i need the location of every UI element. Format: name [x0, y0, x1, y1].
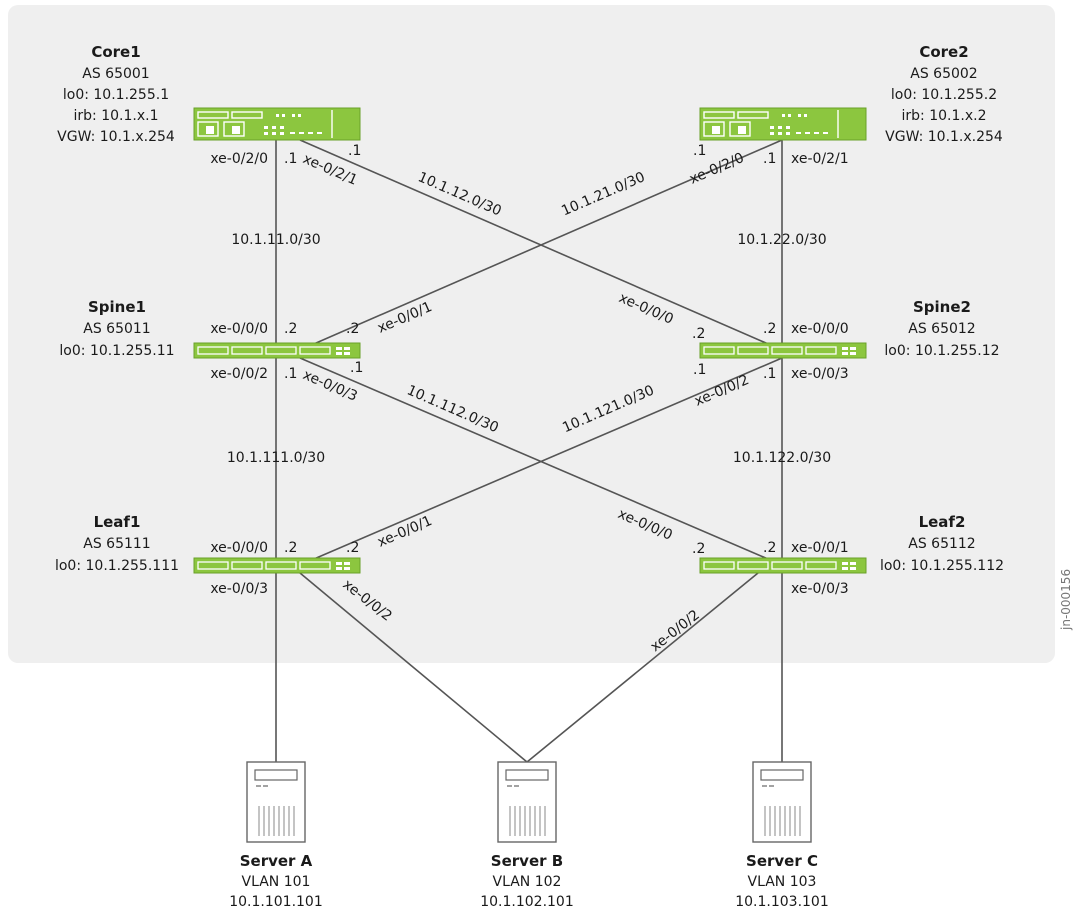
core2-if-down: xe-0/2/1 — [791, 151, 849, 167]
spine1-label: Spine1 AS 65011 lo0: 10.1.255.11 — [59, 298, 174, 359]
spine2-if-up-straight: xe-0/0/0 — [791, 321, 849, 337]
server-a-vlan: VLAN 101 — [242, 874, 311, 890]
subnet-labels: 10.1.11.0/30 10.1.22.0/30 10.1.12.0/30 1… — [227, 169, 831, 466]
subnet-core2-spine1: 10.1.21.0/30 — [559, 169, 647, 219]
spine1-host-up-cross: .2 — [346, 321, 359, 337]
leaf1-label: Leaf1 AS 65111 lo0: 10.1.255.111 — [55, 513, 179, 574]
spine2-lo0: lo0: 10.1.255.12 — [884, 343, 999, 359]
core2-as: AS 65002 — [910, 66, 977, 82]
leaf1-lo0: lo0: 10.1.255.111 — [55, 558, 179, 574]
spine1-host-down-cross: .1 — [350, 360, 363, 376]
server-a-name: Server A — [240, 852, 313, 870]
leaf1-if-server-a: xe-0/0/3 — [210, 581, 268, 597]
spine2-host-down-straight: .1 — [763, 366, 776, 382]
spine1-if-up-straight: xe-0/0/0 — [210, 321, 268, 337]
link-leaf1-server-b — [299, 572, 528, 763]
spine1-as: AS 65011 — [83, 321, 150, 337]
spine2-if-up-cross: xe-0/0/0 — [616, 290, 675, 328]
core2-host-cross: .1 — [693, 143, 706, 159]
leaf2-lo0: lo0: 10.1.255.112 — [880, 558, 1004, 574]
spine1-if-down-straight: xe-0/0/2 — [210, 366, 268, 382]
subnet-spine2-leaf2: 10.1.122.0/30 — [733, 450, 831, 466]
core1-name: Core1 — [91, 43, 140, 61]
core1-vgw: VGW: 10.1.x.254 — [57, 129, 175, 145]
core1-lo0: lo0: 10.1.255.1 — [63, 87, 169, 103]
leaf1-if-up-straight: xe-0/0/0 — [210, 540, 268, 556]
spine1-switch-icon — [193, 342, 361, 359]
leaf2-if-server-b: xe-0/0/2 — [648, 607, 703, 655]
leaf2-name: Leaf2 — [919, 513, 966, 531]
spine2-switch-icon — [699, 342, 867, 359]
server-a-icon — [246, 761, 306, 843]
subnet-spine2-leaf1: 10.1.121.0/30 — [560, 382, 656, 436]
server-c-vlan: VLAN 103 — [748, 874, 817, 890]
server-b-label: Server B VLAN 102 10.1.102.101 — [480, 852, 574, 910]
core2-host-down: .1 — [763, 151, 776, 167]
server-c-label: Server C VLAN 103 10.1.103.101 — [735, 852, 829, 910]
leaf2-host-up-cross: .2 — [692, 541, 705, 557]
server-a-ip: 10.1.101.101 — [229, 894, 323, 910]
spine1-host-down-straight: .1 — [284, 366, 297, 382]
leaf2-as: AS 65112 — [908, 536, 975, 552]
core2-vgw: VGW: 10.1.x.254 — [885, 129, 1003, 145]
server-c-icon — [752, 761, 812, 843]
links — [275, 139, 783, 763]
leaf2-if-up-straight: xe-0/0/1 — [791, 540, 849, 556]
core1-host-cross: .1 — [348, 143, 361, 159]
leaf1-if-up-cross: xe-0/0/1 — [375, 513, 434, 551]
server-a-label: Server A VLAN 101 10.1.101.101 — [229, 852, 323, 910]
core2-name: Core2 — [919, 43, 968, 61]
link-spine2-leaf1 — [299, 357, 783, 566]
leaf1-switch-icon — [193, 557, 361, 574]
server-b-name: Server B — [491, 852, 563, 870]
core1-label: Core1 AS 65001 lo0: 10.1.255.1 irb: 10.1… — [57, 43, 175, 145]
core1-host-down: .1 — [284, 151, 297, 167]
leaf2-host-up-straight: .2 — [763, 540, 776, 556]
core1-irb: irb: 10.1.x.1 — [74, 108, 159, 124]
core1-router-icon — [193, 107, 361, 141]
leaf2-if-server-c: xe-0/0/3 — [791, 581, 849, 597]
fabric-panel — [8, 5, 1055, 663]
subnet-core2-spine2: 10.1.22.0/30 — [737, 232, 826, 248]
spine2-if-down-straight: xe-0/0/3 — [791, 366, 849, 382]
subnet-core1-spine1: 10.1.11.0/30 — [231, 232, 320, 248]
leaf1-name: Leaf1 — [94, 513, 141, 531]
spine2-as: AS 65012 — [908, 321, 975, 337]
core1-as: AS 65001 — [82, 66, 149, 82]
subnet-spine1-leaf1: 10.1.111.0/30 — [227, 450, 325, 466]
leaf1-host-up-cross: .2 — [346, 540, 359, 556]
core2-lo0: lo0: 10.1.255.2 — [891, 87, 997, 103]
leaf1-if-server-b: xe-0/0/2 — [340, 577, 395, 625]
subnet-core1-spine2: 10.1.12.0/30 — [415, 169, 503, 219]
leaf2-switch-icon — [699, 557, 867, 574]
spine2-name: Spine2 — [913, 298, 971, 316]
link-leaf2-server-b — [526, 572, 759, 763]
figure-id: jn-000156 — [1059, 569, 1073, 631]
server-c-ip: 10.1.103.101 — [735, 894, 829, 910]
leaf2-label: Leaf2 AS 65112 lo0: 10.1.255.112 — [880, 513, 1004, 574]
server-c-name: Server C — [746, 852, 818, 870]
server-b-ip: 10.1.102.101 — [480, 894, 574, 910]
core2-router-icon — [699, 107, 867, 141]
spine1-lo0: lo0: 10.1.255.11 — [59, 343, 174, 359]
spine1-host-up-straight: .2 — [284, 321, 297, 337]
core2-irb: irb: 10.1.x.2 — [902, 108, 987, 124]
spine2-host-up-cross: .2 — [692, 326, 705, 342]
spine2-host-down-cross: .1 — [693, 362, 706, 378]
server-b-icon — [497, 761, 557, 843]
spine1-name: Spine1 — [88, 298, 146, 316]
server-b-vlan: VLAN 102 — [493, 874, 562, 890]
link-core2-spine1 — [299, 139, 783, 351]
core1-if-down: xe-0/2/0 — [210, 151, 268, 167]
leaf1-as: AS 65111 — [83, 536, 150, 552]
leaf2-if-up-cross: xe-0/0/0 — [615, 506, 674, 544]
leaf1-host-up-straight: .2 — [284, 540, 297, 556]
spine2-label: Spine2 AS 65012 lo0: 10.1.255.12 — [884, 298, 999, 359]
spine2-host-up-straight: .2 — [763, 321, 776, 337]
core2-label: Core2 AS 65002 lo0: 10.1.255.2 irb: 10.1… — [885, 43, 1003, 145]
